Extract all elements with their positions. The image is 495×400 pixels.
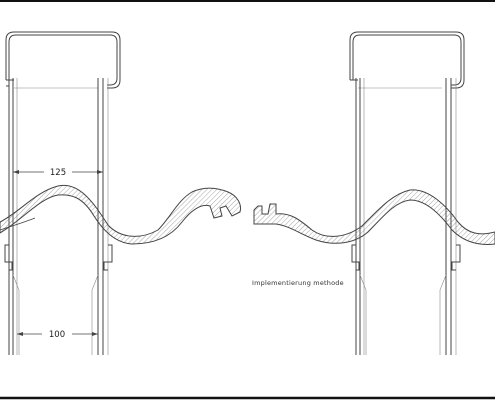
dimension-lower-label: 100 — [49, 330, 65, 340]
dimension-upper-label: 125 — [50, 168, 66, 178]
right-tile-profile — [253, 189, 495, 245]
caption: Implementierung methode — [252, 279, 344, 287]
dimension-lower — [17, 327, 98, 339]
dimension-upper — [13, 165, 103, 177]
left-tile-profile — [0, 184, 241, 245]
